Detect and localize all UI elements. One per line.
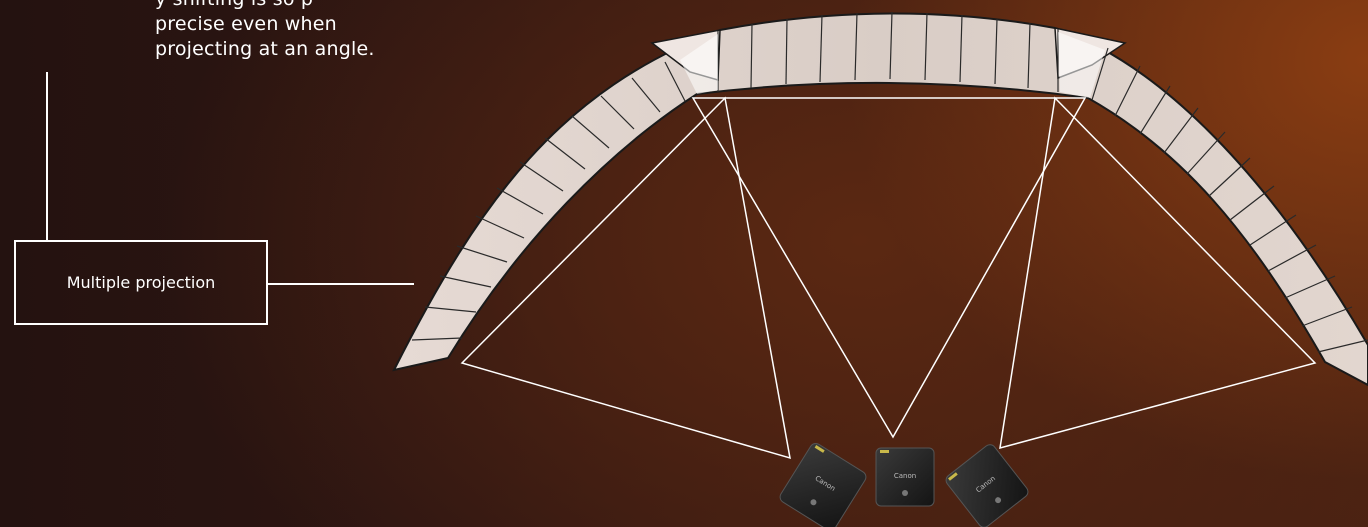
projector-right: Canon xyxy=(944,442,1031,527)
beam-center xyxy=(693,98,1085,437)
projector-center: Canon xyxy=(876,448,934,506)
projector-left: Canon xyxy=(778,441,868,527)
beam-right xyxy=(1000,98,1315,448)
curved-screen xyxy=(394,13,1368,385)
projector-center-brand: Canon xyxy=(894,472,916,480)
beam-left xyxy=(462,98,790,458)
